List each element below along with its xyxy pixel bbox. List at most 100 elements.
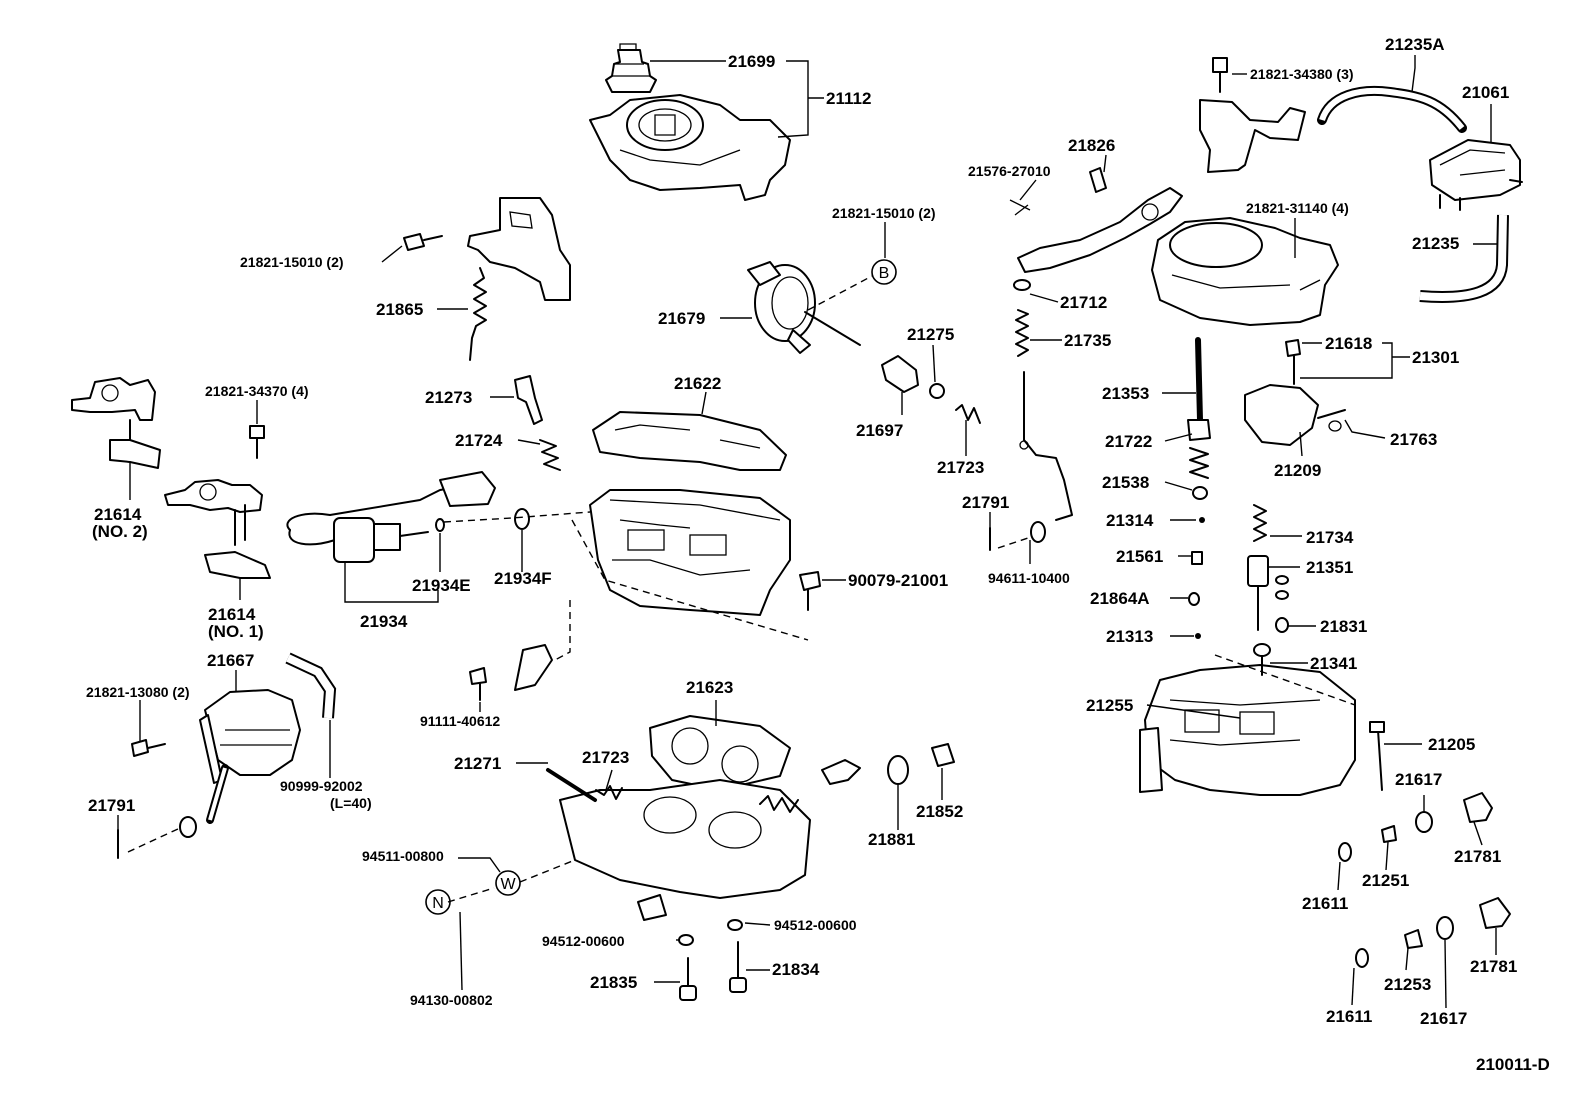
part-label: 21821-13080 (2) [86, 684, 190, 700]
boot-part-21697 [881, 355, 981, 424]
bracket-bolt-part [469, 644, 553, 701]
part-label: 21724 [455, 431, 503, 450]
throttle-arm-part [1009, 167, 1183, 273]
rod-part [1013, 279, 1073, 521]
air-horn-part-21112 [589, 94, 791, 201]
part-label: 90079-21001 [848, 571, 948, 590]
vsv-part-21061 [1429, 139, 1523, 211]
part-label: 21112 [826, 89, 871, 108]
part-label: 21821-34380 (3) [1250, 66, 1354, 82]
part-label: (NO. 1) [208, 622, 264, 641]
part-label: 94512-00600 [774, 917, 857, 933]
part-label: 21205 [1428, 735, 1475, 754]
part-label: 21667 [207, 651, 254, 670]
screw-spring-part-21273 [514, 375, 561, 471]
part-label: 21235A [1385, 35, 1445, 54]
screw-part-21821-34370 [249, 425, 265, 459]
bracket-part [1199, 57, 1306, 173]
part-label: 21831 [1320, 617, 1367, 636]
part-label: 21273 [425, 388, 472, 407]
part-label: 21275 [907, 325, 954, 344]
marker-n: N [432, 895, 444, 912]
part-label: 21209 [1274, 461, 1321, 480]
part-label: 21622 [674, 374, 721, 393]
part-label: 21679 [658, 309, 705, 328]
diaphragm-part-21679 [747, 261, 861, 354]
throttle-body-part [546, 759, 861, 921]
part-label: 21835 [590, 973, 637, 992]
part-label: 21834 [772, 960, 820, 979]
part-label: 21253 [1384, 975, 1431, 994]
screw-grommet-part [117, 816, 197, 859]
part-label: 91111-40612 [420, 713, 500, 729]
bracket-left-part [403, 197, 571, 361]
screw-washer-bottom-part [678, 919, 747, 1001]
part-label: 21351 [1306, 558, 1353, 577]
boot-part-21699 [605, 43, 657, 93]
part-label: 21791 [962, 493, 1009, 512]
part-label: 21712 [1060, 293, 1107, 312]
part-label: 21251 [1362, 871, 1409, 890]
part-label: 21735 [1064, 331, 1111, 350]
part-label: 21723 [582, 748, 629, 767]
part-label: 94512-00600 [542, 933, 625, 949]
gasket-part-21622 [592, 411, 787, 471]
part-label: 21722 [1105, 432, 1152, 451]
carburetor-body-part-right [1139, 643, 1356, 796]
hose-part-21235a [1317, 85, 1467, 133]
part-label: 21699 [728, 52, 775, 71]
part-label: 21934 [360, 612, 408, 631]
part-label: 21617 [1395, 770, 1442, 789]
part-label: 21618 [1325, 334, 1372, 353]
bushing-part-21881-21852 [887, 743, 955, 785]
part-label: 94130-00802 [410, 992, 493, 1008]
part-label: 90999-92002 [280, 778, 363, 794]
part-label: 21763 [1390, 430, 1437, 449]
part-label: 21235 [1412, 234, 1459, 253]
part-label: 21611 [1302, 894, 1348, 913]
part-label: 21697 [856, 421, 903, 440]
screw-washer-part [989, 521, 1046, 551]
flange-gasket-part-21623 [649, 715, 791, 791]
sensor-part-21614-no2 [71, 377, 161, 469]
marker-n-circle [425, 889, 451, 915]
marker-b: B [879, 265, 890, 282]
part-label: 21821-15010 (2) [240, 254, 344, 270]
right-column-parts [1187, 337, 1289, 639]
marker-w: W [500, 876, 516, 893]
part-label: 21781 [1470, 957, 1517, 976]
part-label: 21255 [1086, 696, 1133, 715]
part-label: 21723 [937, 458, 984, 477]
part-label: 21864A [1090, 589, 1150, 608]
part-label: 21614 [94, 505, 142, 524]
part-label: 21934E [412, 576, 471, 595]
leader-lines [117, 55, 1498, 1009]
part-label: 21734 [1306, 528, 1354, 547]
part-label: 94611-10400 [988, 570, 1070, 586]
part-label: 21821-34370 (4) [205, 383, 309, 399]
part-label: (NO. 2) [92, 522, 148, 541]
diagram-code: 210011-D [1476, 1055, 1550, 1074]
part-label: 21576-27010 [968, 163, 1051, 179]
part-label: 21852 [916, 802, 963, 821]
part-label: 21865 [376, 300, 423, 319]
part-label: 21341 [1310, 654, 1357, 673]
part-label: 94511-00800 [362, 848, 444, 864]
hose-part-21235 [1419, 214, 1509, 303]
part-label: (L=40) [330, 795, 372, 811]
part-label: 21538 [1102, 473, 1149, 492]
part-label: 21561 [1116, 547, 1163, 566]
hose-part-90999 [285, 652, 337, 719]
dashed-relation-lines [127, 275, 1029, 903]
part-label: 21791 [88, 796, 135, 815]
air-horn-part-right [1151, 217, 1339, 326]
part-label: 21353 [1102, 384, 1149, 403]
solenoid-part-21934 [286, 471, 496, 563]
part-label: 21826 [1068, 136, 1115, 155]
part-labels: 21699 21112 21235A 21061 21821-34380 (3)… [86, 35, 1550, 1074]
part-label: 21271 [454, 754, 501, 773]
ring-part-21934f [514, 508, 530, 530]
marker-w-circle [495, 870, 521, 896]
part-label: 21614 [208, 605, 256, 624]
